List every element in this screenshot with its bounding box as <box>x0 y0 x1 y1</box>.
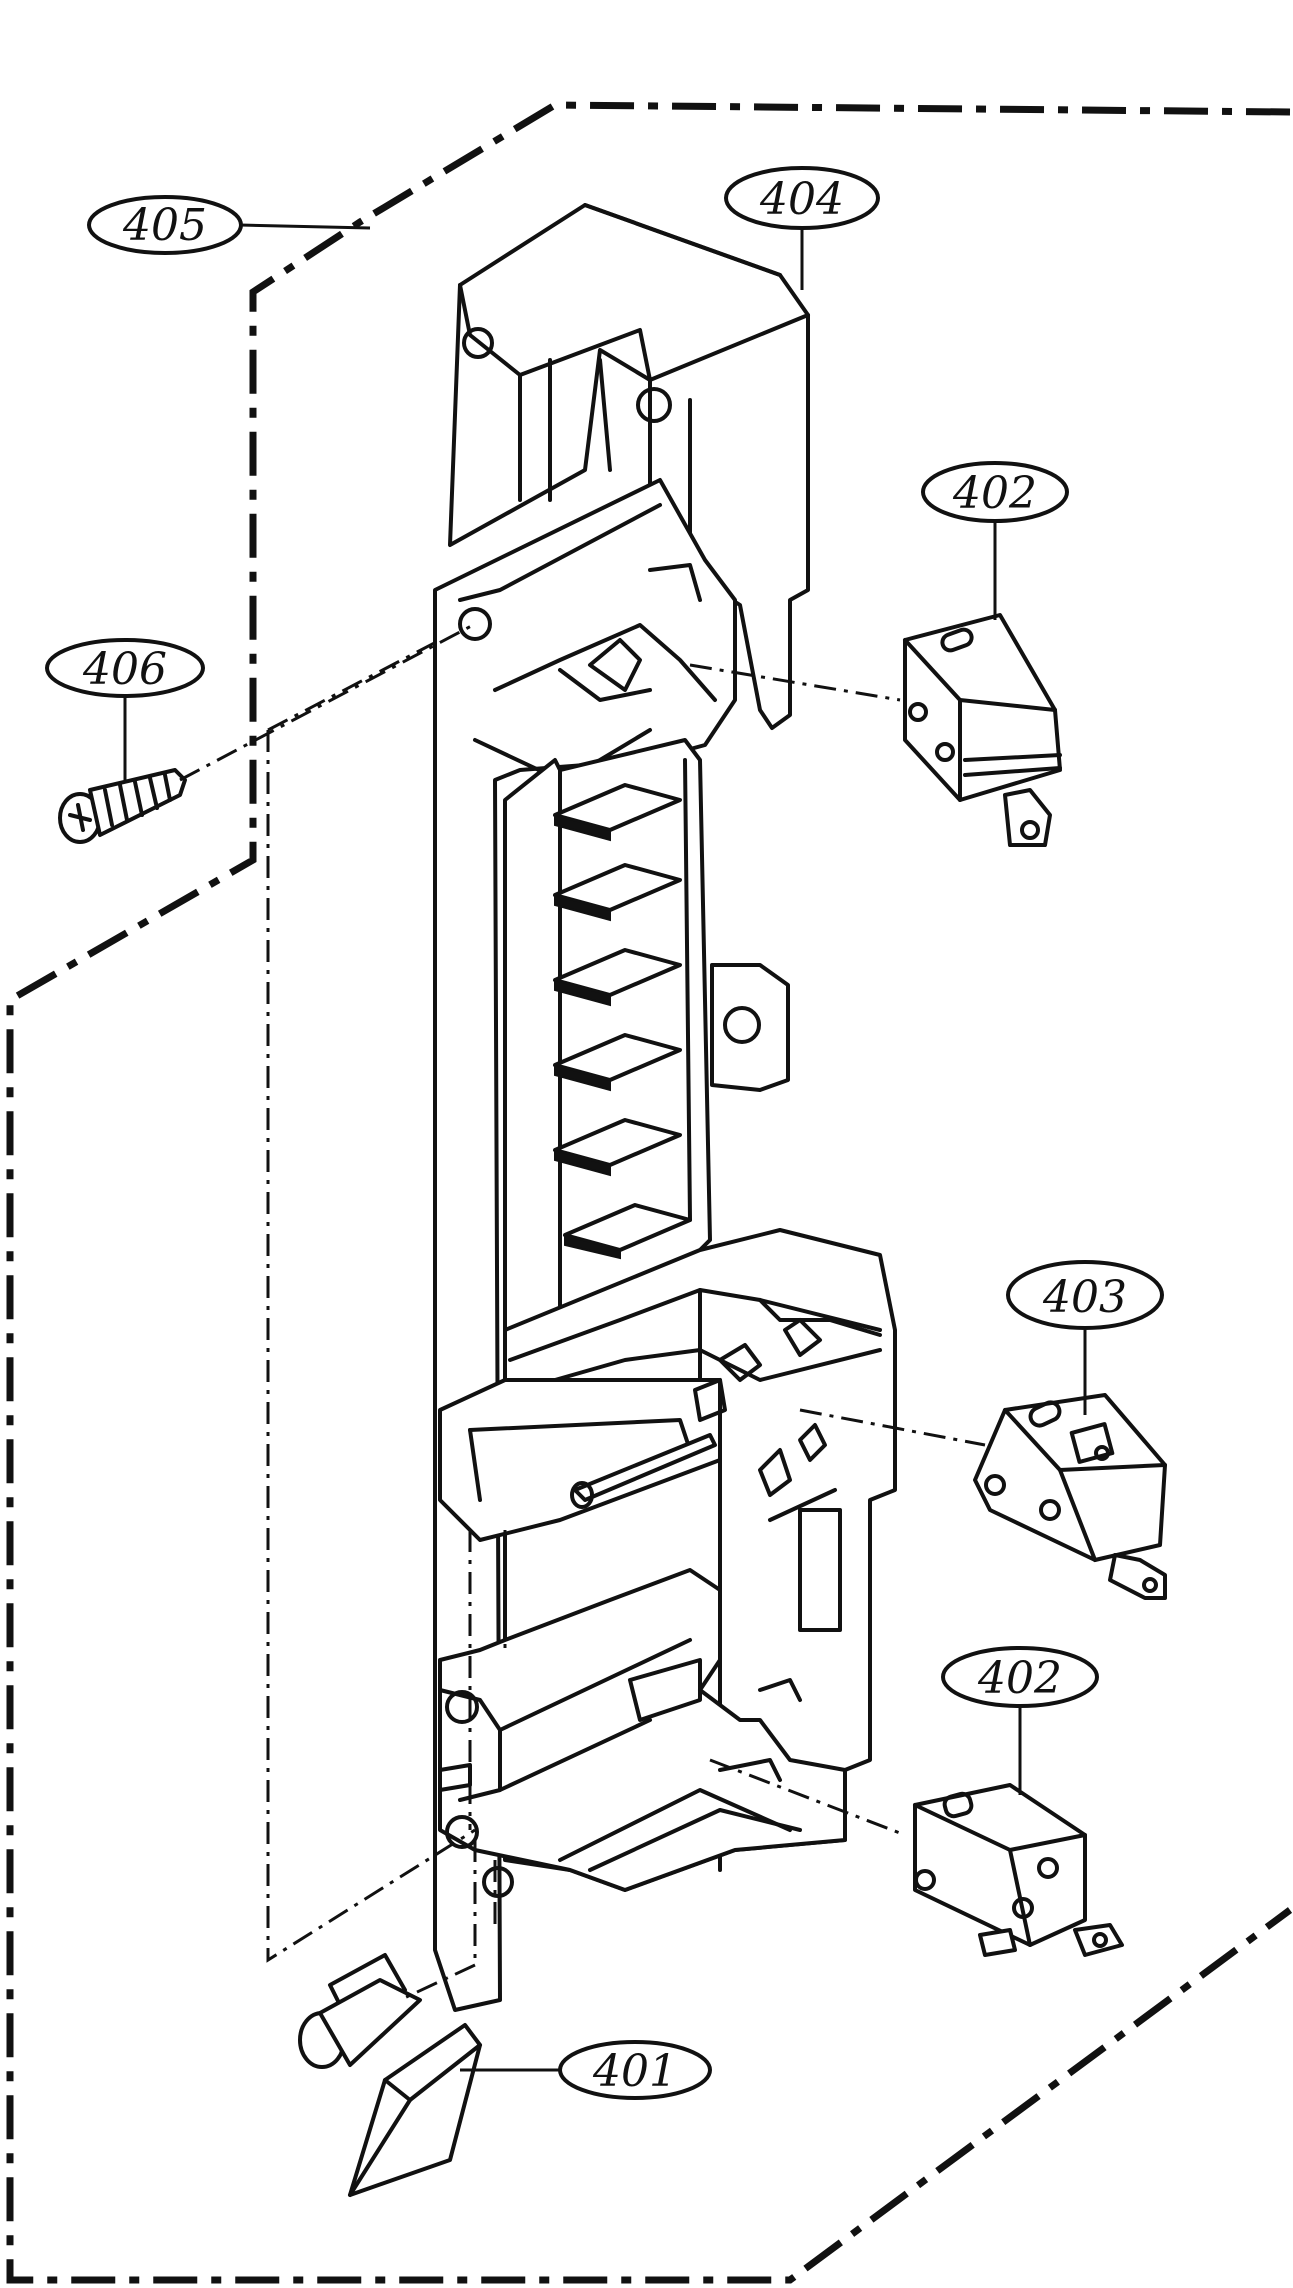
callout-401-label: 401 <box>592 2046 677 2097</box>
callout-402-upper-label: 402 <box>952 468 1037 519</box>
switch-402-upper <box>903 613 1062 847</box>
latch-board-404 <box>433 203 897 2012</box>
callout-402-lower: 402 <box>941 1646 1099 1708</box>
callout-406-label: 406 <box>82 644 167 695</box>
callout-404: 404 <box>724 166 880 230</box>
callout-leaders <box>123 223 1087 2072</box>
callout-406: 406 <box>45 638 205 698</box>
callout-405: 405 <box>87 195 243 255</box>
assembly-boundary-405 <box>6 101 1293 2284</box>
switch-403 <box>973 1393 1167 1600</box>
assembly-chain-lines <box>179 622 986 2002</box>
spine-ribs <box>553 783 692 1260</box>
part-401 <box>298 1953 482 2197</box>
callout-401: 401 <box>558 2040 712 2100</box>
callout-403-label: 403 <box>1042 1272 1127 1323</box>
callout-404-label: 404 <box>759 174 844 225</box>
screw-406 <box>58 768 187 844</box>
callout-405-label: 405 <box>122 200 207 251</box>
callout-402-upper: 402 <box>921 461 1069 523</box>
switch-402-lower <box>913 1783 1124 1957</box>
callout-402-lower-label: 402 <box>977 1653 1062 1704</box>
callout-403: 403 <box>1006 1260 1164 1330</box>
